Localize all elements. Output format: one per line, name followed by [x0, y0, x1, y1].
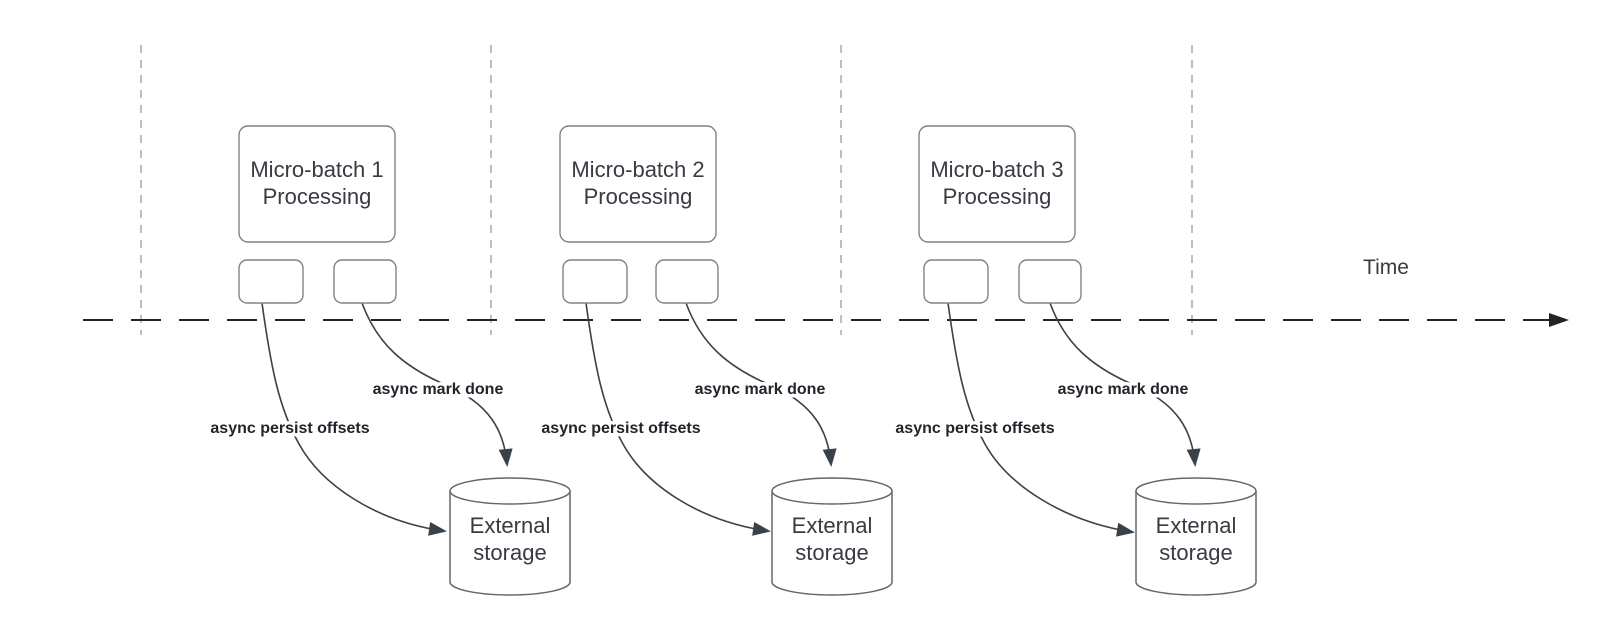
offset-task-box-2: [562, 259, 628, 304]
external-storage-cylinder-3-top: [1135, 477, 1257, 505]
offset-task-box-1: [238, 259, 304, 304]
mark-done-label-1: async mark done: [373, 381, 504, 398]
commit-task-box-2: [655, 259, 719, 304]
persist-offsets-label-3: async persist offsets: [895, 420, 1054, 437]
persist-offsets-label-2: async persist offsets: [541, 420, 700, 437]
processing-box-1-title-line1: Micro-batch 1: [250, 157, 383, 182]
external-storage-2-line2: storage: [795, 540, 868, 565]
mark-done-label-3: async mark done: [1058, 381, 1189, 398]
external-storage-3-line1: External: [1156, 513, 1237, 538]
external-storage-cylinder-1-top: [449, 477, 571, 505]
persist-offsets-arrow-1: [261, 302, 447, 536]
micro-batch-group-2: Micro-batch 2 Processing External storag…: [538, 125, 893, 596]
commit-task-box-3: [1018, 259, 1082, 304]
processing-box-1-title-line2: Processing: [263, 184, 372, 209]
persist-offsets-label-1: async persist offsets: [210, 420, 369, 437]
offset-task-box-3: [923, 259, 989, 304]
mark-done-label-2: async mark done: [695, 381, 826, 398]
micro-batch-group-1: Micro-batch 1 Processing External storag…: [207, 125, 571, 596]
external-storage-1-line1: External: [470, 513, 551, 538]
external-storage-1-line2: storage: [473, 540, 546, 565]
external-storage-3-line2: storage: [1159, 540, 1232, 565]
processing-box-2-title-line2: Processing: [584, 184, 693, 209]
processing-box-3-title-line1: Micro-batch 3: [930, 157, 1063, 182]
external-storage-cylinder-3: [1135, 491, 1257, 596]
time-axis-label: Time: [1363, 256, 1409, 279]
micro-batch-group-3: Micro-batch 3 Processing External storag…: [892, 125, 1257, 596]
processing-box-2: [559, 125, 717, 243]
mark-done-arrow-3: [1049, 302, 1201, 467]
processing-box-1: [238, 125, 396, 243]
processing-box-3: [918, 125, 1076, 243]
external-storage-2-line1: External: [792, 513, 873, 538]
external-storage-cylinder-2-top: [771, 477, 893, 505]
persist-offsets-arrow-2: [585, 302, 771, 536]
mark-done-arrow-1: [361, 302, 513, 467]
external-storage-cylinder-1: [449, 491, 571, 596]
commit-task-box-1: [333, 259, 397, 304]
persist-offsets-arrow-3: [947, 302, 1135, 537]
processing-box-3-title-line2: Processing: [943, 184, 1052, 209]
mark-done-arrow-2: [685, 302, 837, 467]
external-storage-cylinder-2: [771, 491, 893, 596]
processing-box-2-title-line1: Micro-batch 2: [571, 157, 704, 182]
